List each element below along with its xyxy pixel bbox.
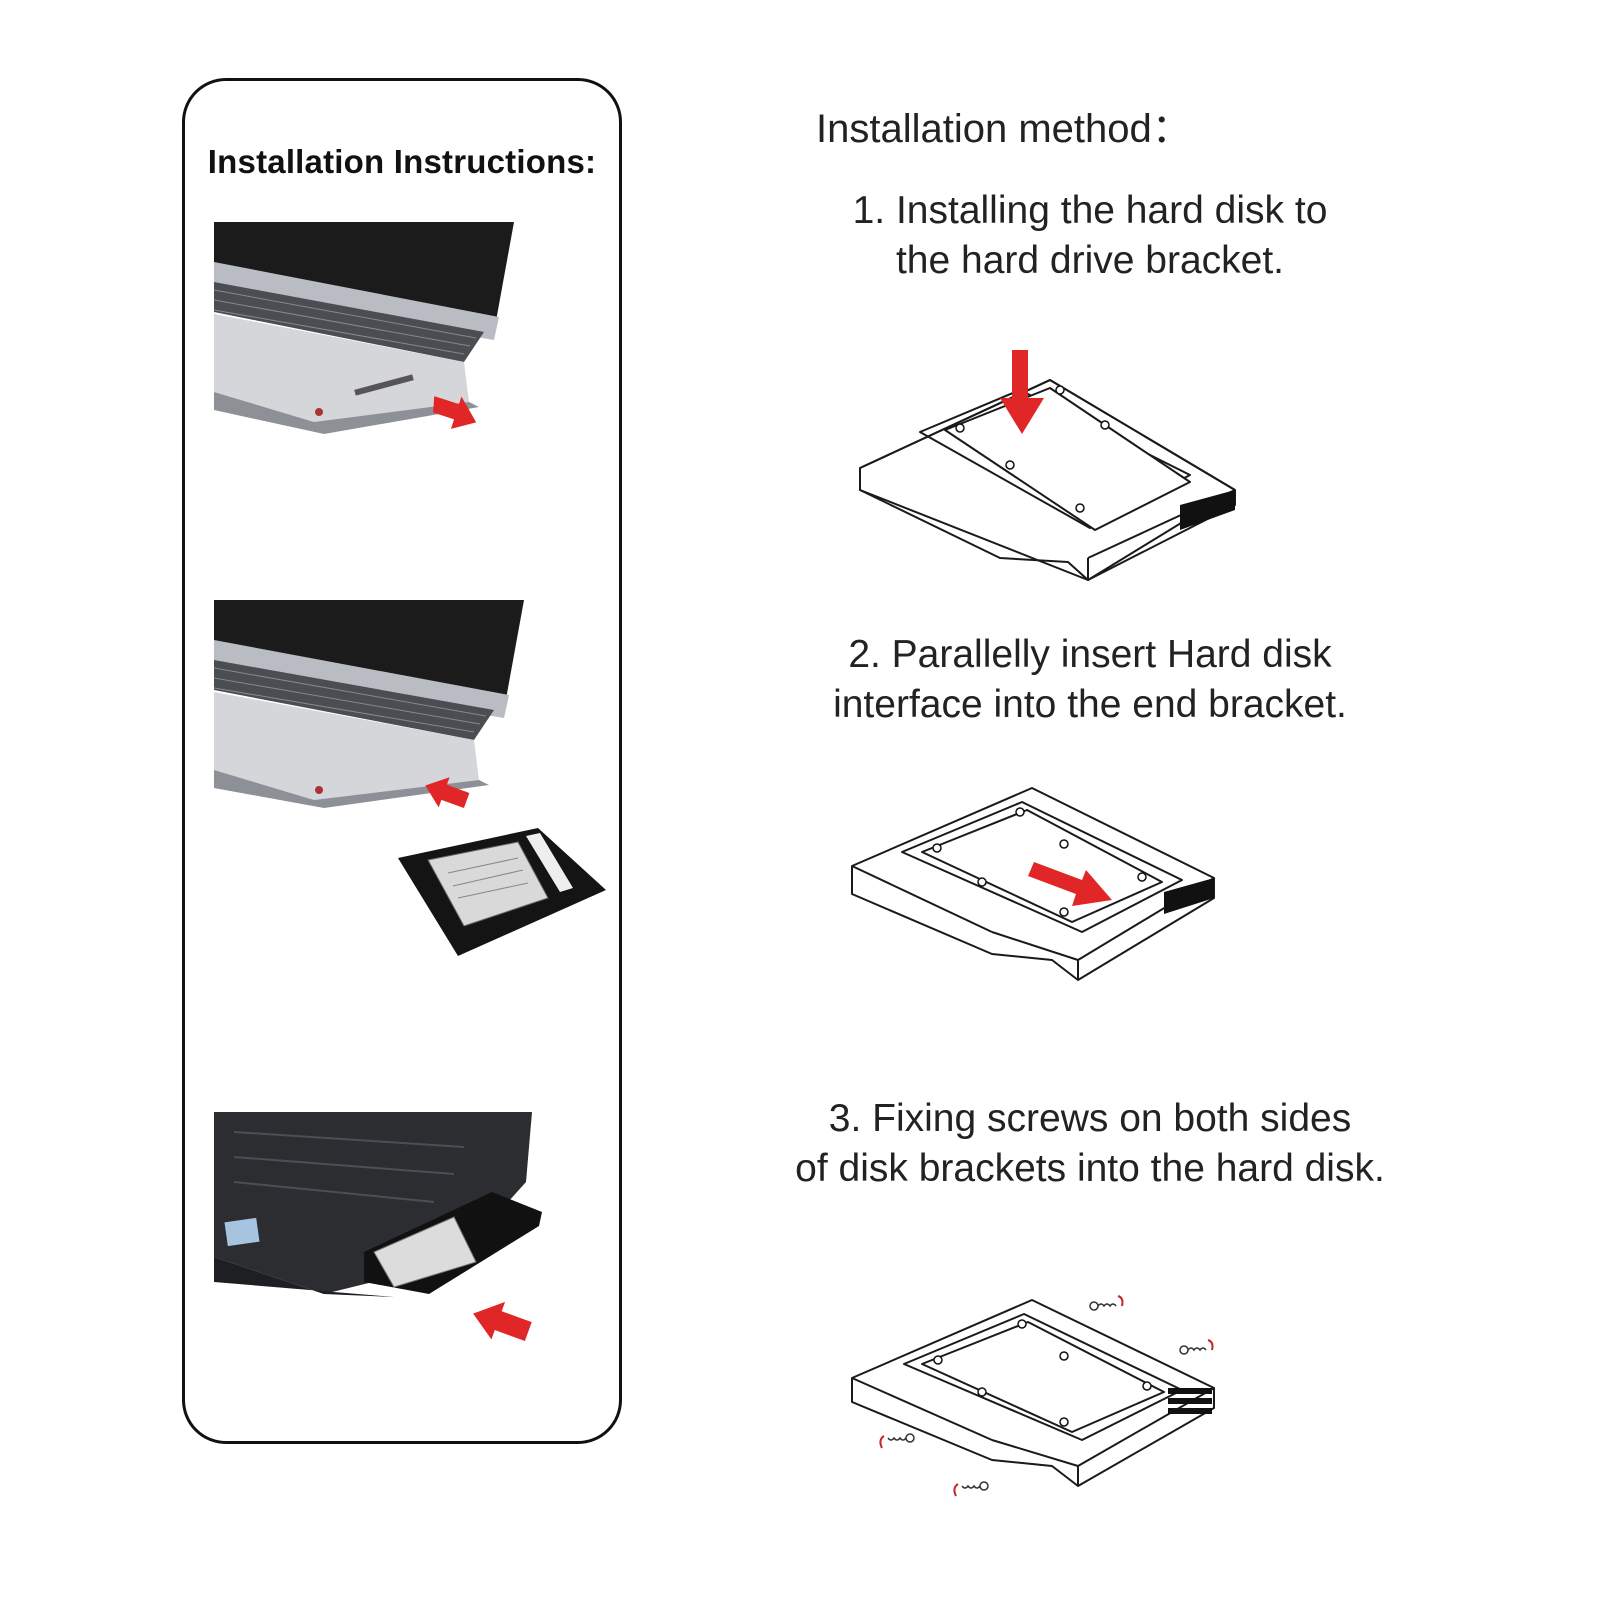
- step-3-line-1: 3. Fixing screws on both sides: [828, 1097, 1352, 1140]
- step-2-line-2: interface into the end bracket.: [833, 683, 1347, 726]
- step-2-line-1: 2. Parallelly insert Hard disk: [848, 633, 1332, 676]
- step-1-line-1: 1. Installing the hard disk to: [852, 189, 1328, 232]
- bracket-diagram-step-1: [859, 350, 1236, 581]
- screw-icon: [953, 1481, 989, 1497]
- screw-icon: [1179, 1339, 1214, 1355]
- insert-arrow-icon: [425, 777, 470, 809]
- eject-arrow-icon: [433, 396, 477, 429]
- step-2-text: 2. Parallelly insert Hard disk interface…: [760, 630, 1420, 730]
- bracket-diagram-step-3: [851, 1299, 1215, 1487]
- panel-title: Installation Instructions:: [207, 143, 597, 180]
- drive-caddy-photo: [398, 828, 606, 956]
- insert-arrow-icon: [1028, 862, 1112, 906]
- insert-arrow-icon: [473, 1301, 532, 1341]
- step-1-text: 1. Installing the hard disk to the hard …: [760, 186, 1420, 286]
- laptop-eject-photo: [214, 222, 514, 434]
- down-arrow-icon: [1000, 350, 1044, 434]
- bracket-diagram-step-2: [851, 787, 1215, 981]
- step-3-text: 3. Fixing screws on both sides of disk b…: [760, 1094, 1420, 1194]
- step-1-line-2: the hard drive bracket.: [895, 239, 1285, 282]
- screw-icon: [1089, 1295, 1124, 1311]
- screw-icon: [879, 1433, 915, 1449]
- method-title: Installation method：: [816, 107, 1192, 151]
- laptop-installed-photo: [214, 1112, 542, 1297]
- step-3-line-2: of disk brackets into the hard disk.: [795, 1147, 1385, 1190]
- laptop-insert-photo: [214, 600, 524, 808]
